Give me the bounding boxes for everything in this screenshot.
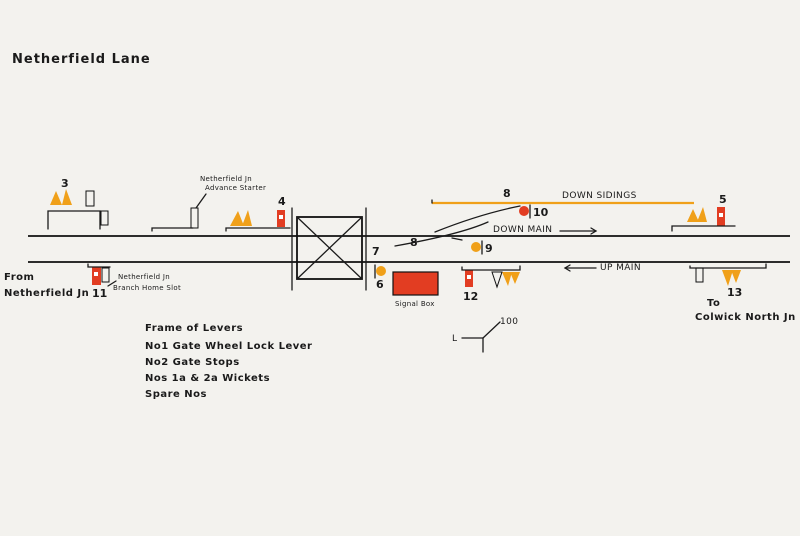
signal-6-number: 6	[376, 278, 384, 291]
signal-5-arm-b	[697, 207, 707, 222]
signal-4-lamp-mark	[279, 215, 283, 219]
signal-13-number: 13	[727, 286, 742, 299]
advance-starter-label-1: Netherfield Jn	[200, 175, 252, 183]
number-7: 7	[372, 245, 380, 258]
signal-stub-left: Netherfield Jn Advance Starter	[151, 175, 266, 232]
signal-12-arm-a	[502, 272, 512, 286]
signal-12-lamp-mark	[467, 275, 471, 279]
note-line-2: No2 Gate Stops	[145, 357, 240, 368]
signal-3-base	[100, 210, 109, 226]
signal-11: 11 Netherfield Jn Branch Home Slot	[87, 263, 181, 300]
signal-6: 6	[374, 264, 386, 291]
signal-4-base	[225, 227, 291, 232]
signal-13-arm-b	[731, 270, 741, 283]
running-lines	[28, 199, 790, 263]
branch-home-pointer	[107, 280, 117, 287]
signal-13-base	[689, 263, 767, 269]
number-8-mid: 8	[410, 236, 418, 249]
signal-11-base	[87, 263, 111, 268]
signal-3-number: 3	[61, 177, 69, 190]
siding-connection-curve	[434, 205, 521, 233]
signal-6-disc	[376, 266, 386, 276]
signal-12: 12	[461, 265, 521, 303]
from-place-label: Netherfield Jn	[4, 288, 89, 299]
signal-11-number: 11	[92, 287, 107, 300]
signal-4: 4	[225, 195, 291, 232]
signal-13-arm-a	[722, 270, 733, 286]
signal-4-number: 4	[278, 195, 286, 208]
signal-box-building	[392, 271, 439, 296]
advance-starter-label-2: Advance Starter	[205, 184, 266, 192]
signal-9: 9	[471, 240, 493, 255]
diagram-title: Netherfield Lane	[12, 52, 151, 67]
signal-3-arm-a	[50, 191, 62, 205]
signal-3-arm-b	[62, 189, 72, 205]
signal-3-arm-c	[85, 190, 95, 207]
crossing-box	[296, 216, 363, 280]
stub-left-arm	[151, 227, 194, 232]
crossing-diag-b	[296, 216, 363, 280]
crossover-curve-lower	[394, 221, 489, 247]
branch-home-label-2: Branch Home Slot	[113, 284, 181, 292]
notes-heading: Frame of Levers	[145, 323, 243, 334]
note-line-1: No1 Gate Wheel Lock Lever	[145, 341, 313, 352]
branch-home-label-1: Netherfield Jn	[118, 273, 170, 281]
signal-5-arm-a	[687, 209, 699, 222]
note-line-3: Nos 1a & 2a Wickets	[145, 373, 270, 384]
signal-box: Signal Box	[392, 271, 439, 308]
advance-starter-pointer	[195, 193, 207, 209]
up-main-label: UP MAIN	[600, 263, 641, 273]
to-place-label: Colwick North Jn	[695, 312, 796, 323]
signal-5-lamp-mark	[719, 213, 723, 217]
signal-10-number: 10	[533, 206, 549, 219]
signal-11-lamp-mark	[94, 272, 98, 276]
signal-13: 13	[689, 263, 767, 299]
from-label: From	[4, 272, 34, 283]
signal-5-number: 5	[719, 193, 727, 206]
signal-10: 10	[519, 204, 549, 219]
signal-5: 5	[671, 193, 736, 232]
signal-9-disc	[471, 242, 481, 252]
signal-4-arm-a	[230, 211, 244, 226]
down-main-arrowhead	[590, 227, 598, 235]
signal-3-post	[47, 210, 101, 230]
signal-13-post	[695, 267, 704, 283]
signal-11-post	[101, 267, 110, 283]
orientation-l-label: L	[452, 334, 457, 344]
up-main-arrowhead	[563, 264, 571, 272]
orientation-100-label: 100	[500, 317, 518, 327]
crossover-tick	[451, 237, 463, 241]
signal-9-number: 9	[485, 242, 493, 255]
orientation-marker: L 100	[452, 317, 518, 353]
signal-12-arm-c	[491, 271, 503, 289]
signal-12-number: 12	[463, 290, 478, 303]
signal-5-base	[671, 225, 736, 232]
level-crossing	[291, 207, 367, 291]
down-sidings-label: DOWN SIDINGS	[562, 191, 637, 201]
stub-left-post	[190, 207, 199, 229]
number-8-top: 8	[503, 187, 511, 200]
to-label: To	[707, 298, 720, 309]
signal-12-arm-b	[510, 272, 520, 284]
orientation-right-arm	[482, 321, 501, 339]
signal-12-base	[461, 265, 521, 271]
down-main-label: DOWN MAIN	[493, 225, 552, 235]
signal-3: 3	[47, 177, 109, 230]
lever-notes: Frame of Levers No1 Gate Wheel Lock Leve…	[145, 323, 313, 400]
signal-10-disc	[519, 206, 529, 216]
signal-4-arm-b	[242, 210, 252, 226]
signal-box-label: Signal Box	[395, 300, 435, 308]
note-line-4: Spare Nos	[145, 389, 207, 400]
